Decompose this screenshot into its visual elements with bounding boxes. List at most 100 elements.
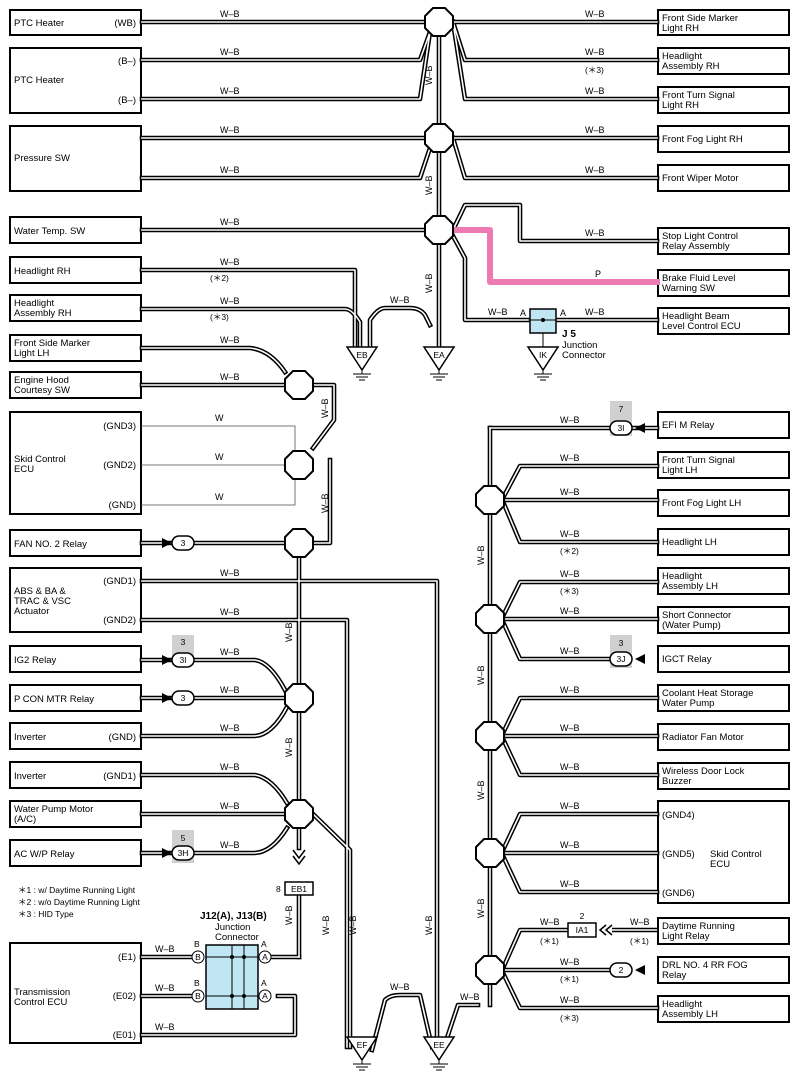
svg-text:(GND3): (GND3) — [103, 421, 136, 432]
svg-text:(E02): (E02) — [113, 991, 136, 1002]
svg-text:Daytime Running: Daytime Running — [662, 921, 735, 932]
svg-text:3: 3 — [181, 693, 186, 703]
svg-text:Wireless Door Lock: Wireless Door Lock — [662, 766, 745, 777]
svg-text:(＊1): (＊1) — [540, 936, 559, 946]
svg-text:A: A — [560, 308, 566, 318]
svg-text:(WB): (WB) — [114, 18, 136, 29]
svg-text:Front Fog Light LH: Front Fog Light LH — [662, 498, 741, 509]
svg-text:EFI M Relay: EFI M Relay — [662, 420, 715, 431]
svg-text:Connector: Connector — [215, 932, 259, 943]
svg-text:J 5: J 5 — [562, 329, 576, 340]
svg-text:W–B: W–B — [220, 217, 240, 227]
svg-text:5: 5 — [181, 833, 186, 843]
svg-text:W–B: W–B — [560, 957, 580, 967]
svg-text:Front Wiper Motor: Front Wiper Motor — [662, 173, 739, 184]
right-component-labels: Front Side Marker Light RH Headlight Ass… — [662, 13, 762, 1020]
svg-text:Buzzer: Buzzer — [662, 776, 692, 787]
svg-text:Pressure SW: Pressure SW — [14, 153, 70, 164]
svg-text:W–B: W–B — [348, 915, 358, 935]
svg-text:W–B: W–B — [476, 780, 486, 800]
svg-text:Stop Light Control: Stop Light Control — [662, 231, 738, 242]
svg-text:Headlight LH: Headlight LH — [662, 537, 717, 548]
svg-text:W–B: W–B — [476, 665, 486, 685]
svg-text:Relay Assembly: Relay Assembly — [662, 241, 730, 252]
svg-text:Headlight RH: Headlight RH — [14, 266, 71, 277]
svg-text:W–B: W–B — [585, 165, 605, 175]
svg-text:Skid Control: Skid Control — [710, 849, 762, 860]
svg-text:W–B: W–B — [284, 905, 294, 925]
svg-text:W–B: W–B — [220, 607, 240, 617]
svg-text:W–B: W–B — [560, 762, 580, 772]
svg-text:Assembly LH: Assembly LH — [662, 581, 718, 592]
svg-text:W–B: W–B — [321, 915, 331, 935]
svg-text:Inverter: Inverter — [14, 732, 46, 743]
svg-text:(GND2): (GND2) — [103, 615, 136, 626]
svg-text:IG2 Relay: IG2 Relay — [14, 655, 56, 666]
svg-text:W–B: W–B — [220, 801, 240, 811]
svg-text:W–B: W–B — [424, 65, 434, 85]
svg-text:W–B: W–B — [220, 840, 240, 850]
svg-text:W–B: W–B — [424, 273, 434, 293]
svg-text:W–B: W–B — [320, 493, 330, 513]
left-components — [9, 9, 142, 1044]
svg-text:(E1): (E1) — [118, 952, 136, 963]
svg-text:(＊1): (＊1) — [630, 936, 649, 946]
svg-text:W–B: W–B — [155, 944, 175, 954]
svg-text:W–B: W–B — [220, 86, 240, 96]
svg-text:ECU: ECU — [710, 859, 730, 870]
svg-text:W–B: W–B — [320, 398, 330, 418]
svg-text:＊1 : w/ Daytime Running Light: ＊1 : w/ Daytime Running Light — [18, 885, 136, 895]
svg-text:(GND): (GND) — [109, 500, 136, 511]
svg-text:8: 8 — [276, 884, 281, 894]
svg-text:Actuator: Actuator — [14, 606, 49, 617]
svg-text:Assembly RH: Assembly RH — [662, 61, 720, 72]
svg-text:(A/C): (A/C) — [14, 814, 36, 825]
svg-text:Junction: Junction — [562, 340, 597, 351]
ground-ef: EF — [345, 1036, 379, 1071]
svg-text:EA: EA — [433, 350, 445, 360]
junction-connector-j12-j13: B B A A B B A A J12(A), J13(B) Junction … — [191, 911, 272, 1010]
svg-text:W–B: W–B — [560, 487, 580, 497]
svg-text:W–B: W–B — [585, 86, 605, 96]
svg-text:W–B: W–B — [220, 257, 240, 267]
svg-text:W–B: W–B — [585, 125, 605, 135]
svg-text:W–B: W–B — [220, 372, 240, 382]
svg-text:W: W — [215, 413, 224, 423]
svg-text:Water Pump Motor: Water Pump Motor — [14, 804, 93, 815]
svg-text:W–B: W–B — [220, 296, 240, 306]
svg-text:Engine Hood: Engine Hood — [14, 375, 69, 386]
svg-text:(GND1): (GND1) — [103, 771, 136, 782]
ground-ea: EA — [422, 346, 456, 381]
svg-text:(GND5): (GND5) — [662, 849, 695, 860]
svg-text:W–B: W–B — [390, 295, 410, 305]
svg-text:EE: EE — [433, 1040, 445, 1050]
svg-text:Short Connector: Short Connector — [662, 610, 731, 621]
svg-text:Headlight: Headlight — [14, 298, 54, 309]
svg-text:P: P — [595, 269, 601, 279]
svg-text:(GND1): (GND1) — [103, 576, 136, 587]
svg-text:TRAC & VSC: TRAC & VSC — [14, 596, 71, 607]
svg-text:3J: 3J — [617, 654, 626, 664]
svg-text:W–B: W–B — [630, 917, 650, 927]
svg-text:(B–): (B–) — [118, 56, 136, 67]
ground-eb: EB — [345, 346, 379, 381]
svg-text:Transmission: Transmission — [14, 987, 70, 998]
svg-text:W–B: W–B — [220, 165, 240, 175]
svg-text:Radiator Fan Motor: Radiator Fan Motor — [662, 732, 744, 743]
svg-text:W–B: W–B — [220, 125, 240, 135]
svg-text:EB: EB — [356, 350, 368, 360]
inline-plugs: 3 3 3I 3 5 3H 7 3I 3 3J IA1 2 2 — [162, 401, 657, 978]
footnotes: ＊1 : w/ Daytime Running Light ＊2 : w/o D… — [18, 885, 141, 919]
svg-text:W–B: W–B — [560, 879, 580, 889]
svg-text:＊2 : w/o Daytime Running Light: ＊2 : w/o Daytime Running Light — [18, 897, 141, 907]
svg-text:W–B: W–B — [560, 995, 580, 1005]
svg-text:W–B: W–B — [390, 982, 410, 992]
svg-text:W–B: W–B — [424, 175, 434, 195]
svg-text:W–B: W–B — [220, 9, 240, 19]
svg-text:W–B: W–B — [585, 47, 605, 57]
svg-text:(E01): (E01) — [113, 1030, 136, 1041]
svg-text:Warning SW: Warning SW — [662, 283, 715, 294]
wire-harness — [139, 19, 660, 1053]
svg-text:Courtesy SW: Courtesy SW — [14, 385, 70, 396]
